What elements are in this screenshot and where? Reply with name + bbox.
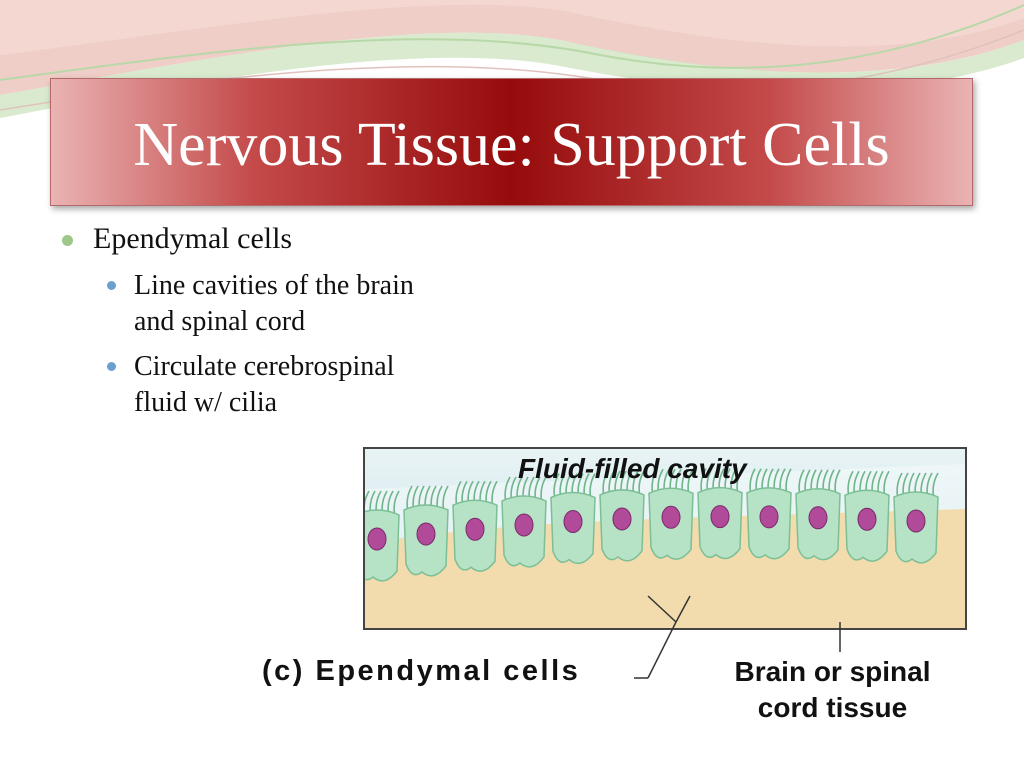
bullet-dot <box>62 235 73 246</box>
cell-nucleus <box>514 513 534 537</box>
ependymal-diagram <box>363 447 967 630</box>
ependymal-cell <box>501 476 547 568</box>
ependymal-cell <box>403 485 449 577</box>
ependymal-cell <box>697 468 743 560</box>
tissue-label: Brain or spinal cord tissue <box>700 654 965 726</box>
ependymal-cells-group <box>365 468 939 582</box>
cell-nucleus <box>563 510 583 534</box>
ependymal-cell <box>599 470 645 562</box>
sub-bullet-text: Line cavities of the brain and spinal co… <box>134 268 414 340</box>
cell-nucleus <box>808 506 828 530</box>
ependymal-cell <box>746 468 792 560</box>
cell-nucleus <box>661 505 681 529</box>
tissue-label-line: Brain or spinal <box>734 656 931 687</box>
cell-nucleus <box>367 527 387 551</box>
sub-bullet-line: and spinal cord <box>134 306 306 337</box>
cell-nucleus <box>710 505 730 529</box>
ependymal-cell <box>844 470 890 562</box>
slide-title: Nervous Tissue: Support Cells <box>133 111 890 179</box>
ependymal-illustration <box>365 449 965 628</box>
ependymal-cell <box>550 473 596 565</box>
cell-nucleus <box>416 522 436 546</box>
bullet-text: Ependymal cells <box>93 222 293 255</box>
sub-bullet-dot <box>107 281 116 290</box>
cavity-label: Fluid-filled cavity <box>518 453 747 484</box>
ependymal-cell <box>795 469 841 561</box>
tissue-label-line: cord tissue <box>757 692 908 723</box>
figure-caption: (c) Ependymal cells <box>262 655 581 687</box>
cell-nucleus <box>857 507 877 531</box>
cell-nucleus <box>465 517 485 541</box>
ependymal-cell <box>893 472 939 564</box>
sub-bullet-dot <box>107 362 116 371</box>
decorative-wave-background <box>0 0 1024 118</box>
ependymal-cell <box>452 480 498 572</box>
sub-bullet-line: fluid w/ cilia <box>134 387 278 418</box>
cilium <box>365 490 370 517</box>
cell-nucleus <box>906 509 926 533</box>
cell-nucleus <box>612 507 632 531</box>
cell-nucleus <box>759 505 779 529</box>
title-banner: Nervous Tissue: Support Cells <box>50 78 973 206</box>
sub-bullet-text: Circulate cerebrospinal fluid w/ cilia <box>134 349 394 421</box>
sub-bullet-line: Circulate cerebrospinal <box>134 351 395 382</box>
ependymal-cell <box>648 468 694 560</box>
ependymal-cell <box>365 490 400 582</box>
sub-bullet-line: Line cavities of the brain <box>134 270 414 301</box>
